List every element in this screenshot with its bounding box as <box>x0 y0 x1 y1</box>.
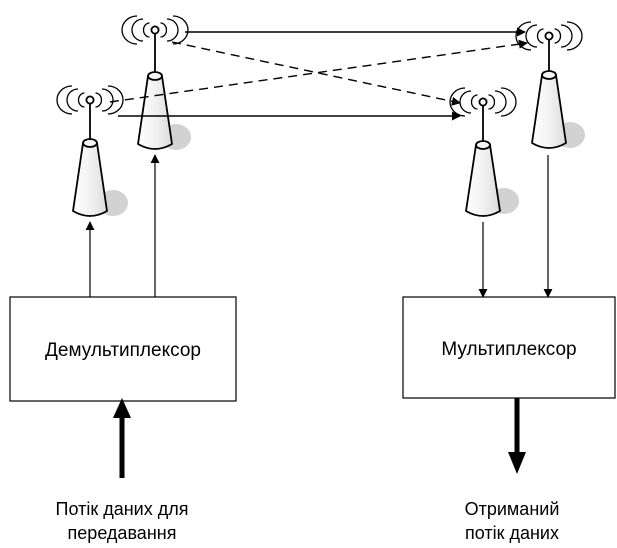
input-caption-line2: передавання <box>68 523 177 543</box>
input-caption-line1: Потік даних для <box>56 499 189 519</box>
demultiplexer-label: Демультиплексор <box>45 340 201 361</box>
radio-waves-icon <box>56 85 124 115</box>
output-caption: Отриманий потік даних <box>465 499 560 543</box>
signal-paths <box>109 27 528 121</box>
rx-antenna-2 <box>449 87 519 217</box>
path-tx1-rx2 <box>171 41 461 106</box>
output-arrow <box>508 398 526 474</box>
output-caption-line1: Отриманий <box>465 499 560 519</box>
output-caption-line2: потік даних <box>465 523 559 543</box>
radio-waves-icon <box>121 15 189 45</box>
demultiplexer-block: Демультиплексор <box>9 296 237 402</box>
input-caption: Потік даних для передавання <box>56 499 189 543</box>
antenna-tower-icon <box>531 31 585 149</box>
antenna-tower-icon <box>465 97 519 217</box>
antenna-tower-icon <box>72 95 128 217</box>
path-tx2-rx1 <box>109 39 528 103</box>
input-arrow <box>113 398 131 478</box>
tx-antenna-2 <box>56 85 128 217</box>
rx-antenna-1 <box>515 21 585 149</box>
multiplexer-label: Мультиплексор <box>441 339 576 360</box>
tx-antenna-1 <box>121 15 191 150</box>
block-connections <box>85 154 553 298</box>
multiplexer-block: Мультиплексор <box>402 296 616 399</box>
antenna-tower-icon <box>137 25 191 150</box>
radio-waves-icon <box>515 21 583 51</box>
